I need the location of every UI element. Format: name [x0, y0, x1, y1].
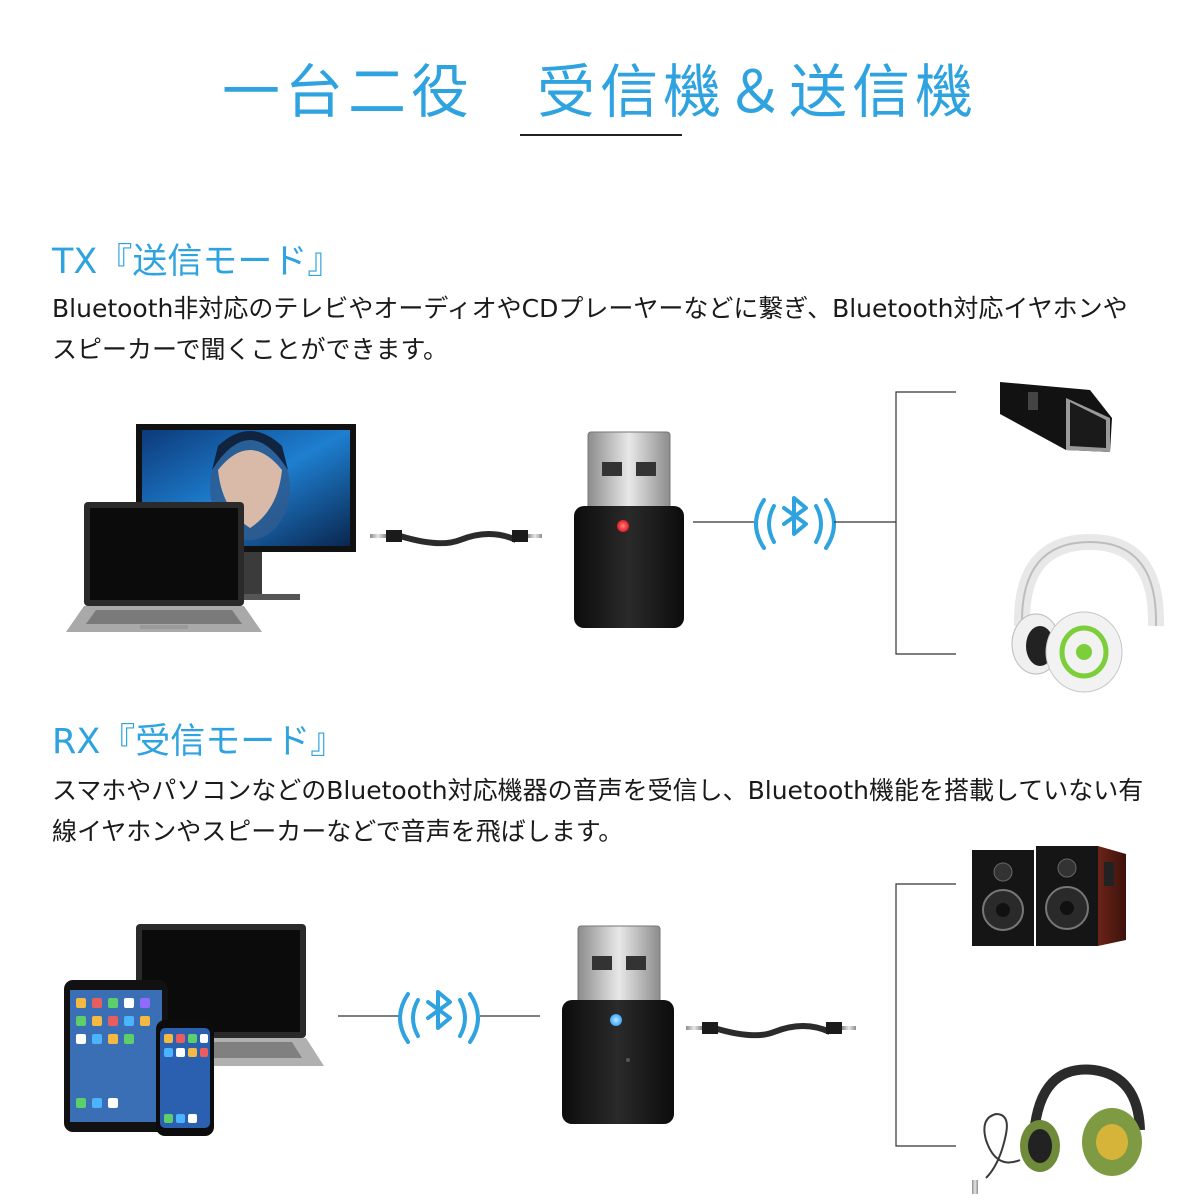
laptop-icon [66, 502, 262, 632]
usb-dongle-icon [574, 431, 684, 628]
speaker-icon [1000, 382, 1112, 452]
aux-cable-icon [686, 1022, 856, 1039]
smartphone-icon [156, 1020, 214, 1136]
output-bracket [834, 391, 956, 655]
status-led-red [617, 520, 629, 532]
status-led-blue [610, 1014, 622, 1026]
monitor-icon [136, 424, 356, 600]
title-underline [520, 134, 682, 136]
tx-mode-description: Bluetooth非対応のテレビやオーディオやCDプレーヤーなどに繋ぎ、Blue… [52, 294, 1128, 364]
aux-cable-icon [370, 530, 542, 547]
tx-mode-heading: TX『送信モード』 [52, 242, 343, 282]
wired-headphones-icon [972, 1064, 1145, 1194]
bluetooth-icon [754, 496, 836, 550]
output-bracket [895, 883, 956, 1147]
bookshelf-speakers-icon [972, 846, 1126, 946]
page-title: 一台二役 受信機＆送信機 [221, 58, 978, 126]
bluetooth-icon [398, 990, 480, 1044]
tablet-icon [64, 980, 168, 1132]
rx-mode-heading: RX『受信モード』 [52, 722, 346, 762]
usb-dongle-icon [562, 925, 674, 1124]
headphones-icon [1011, 533, 1165, 693]
rx-mode-description: スマホやパソコンなどのBluetooth対応機器の音声を受信し、Bluetoot… [52, 776, 1144, 846]
